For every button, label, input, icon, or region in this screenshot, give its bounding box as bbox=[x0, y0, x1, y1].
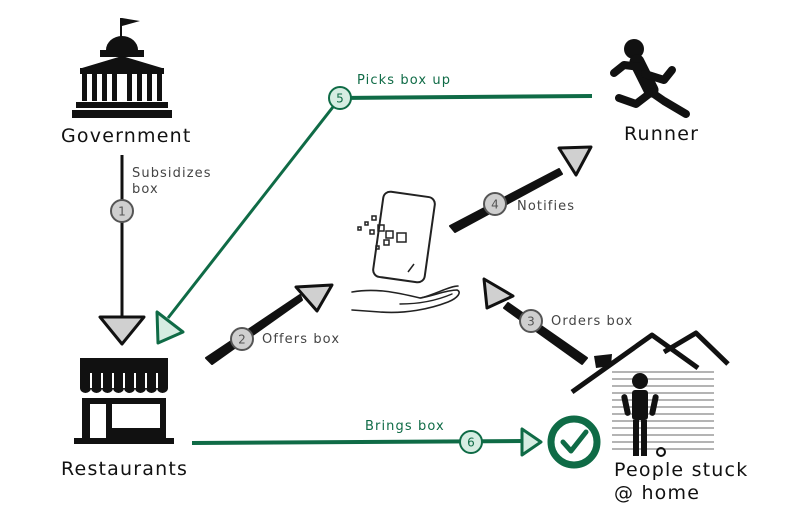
edge-label-brings: Brings box bbox=[365, 419, 445, 434]
edge-label-notifies: Notifies bbox=[517, 199, 576, 214]
step-number-4: 4 bbox=[491, 198, 499, 212]
edge-offers bbox=[205, 294, 303, 365]
edge-label-orders: Orders box bbox=[551, 314, 634, 329]
node-label-runner: Runner bbox=[624, 123, 700, 145]
node-label-restaurants: Restaurants bbox=[61, 458, 189, 480]
edge-orders-arrowhead bbox=[482, 277, 515, 310]
edge-notifies-arrowhead bbox=[557, 145, 593, 177]
phone-on-hand-icon bbox=[351, 190, 460, 314]
node-label-people-line1: People stuck bbox=[614, 459, 749, 481]
edge-picks-up-arrowhead bbox=[155, 310, 185, 345]
step-badge-6: 6 bbox=[459, 430, 483, 454]
node-label-government: Government bbox=[61, 125, 192, 147]
house-with-person-icon bbox=[570, 330, 730, 457]
edge-brings-arrowhead bbox=[520, 427, 543, 457]
edge-picks-up-diagonal bbox=[166, 97, 342, 319]
step-number-3: 3 bbox=[527, 315, 535, 329]
storefront-icon bbox=[74, 358, 174, 444]
step-badge-4: 4 bbox=[483, 192, 507, 216]
edge-offers-arrowhead bbox=[294, 283, 334, 313]
step-number-5: 5 bbox=[336, 92, 344, 106]
edge-label-subsidizes-line2: box bbox=[132, 182, 159, 197]
checkmark-circle-icon bbox=[547, 415, 601, 469]
edge-orders bbox=[503, 302, 588, 365]
step-badge-5: 5 bbox=[328, 86, 352, 110]
node-label-people-line2: @ home bbox=[614, 482, 701, 504]
step-number-6: 6 bbox=[467, 436, 475, 450]
step-badge-1: 1 bbox=[110, 199, 134, 223]
edge-picks-up-segment bbox=[339, 94, 593, 100]
step-number-1: 1 bbox=[118, 205, 126, 219]
edge-label-subsidizes-line1: Subsidizes bbox=[132, 166, 212, 181]
edge-subsidizes-arrowhead bbox=[98, 315, 146, 346]
edge-label-offers: Offers box bbox=[262, 332, 341, 347]
step-badge-2: 2 bbox=[230, 327, 254, 351]
running-person-icon bbox=[610, 39, 690, 118]
capitol-building-icon bbox=[72, 18, 172, 118]
edge-label-picks-up: Picks box up bbox=[357, 73, 452, 88]
step-badge-3: 3 bbox=[519, 309, 543, 333]
step-number-2: 2 bbox=[238, 333, 246, 347]
